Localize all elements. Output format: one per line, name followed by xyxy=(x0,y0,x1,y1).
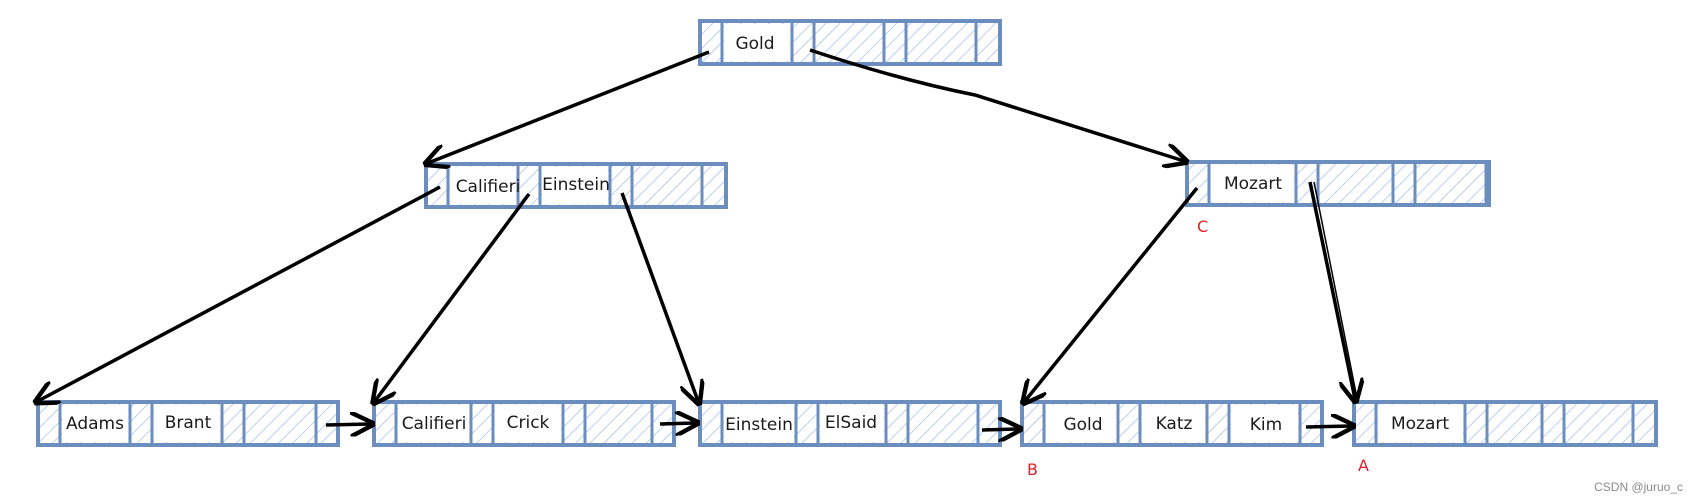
internal-node-left: Califieri Einstein xyxy=(424,162,728,209)
leaf-node-4: Gold Katz Kim xyxy=(1020,400,1324,447)
internal-left-key-2: Einstein xyxy=(542,175,610,195)
edge-leaf-1-to-2 xyxy=(325,424,370,425)
leaf-3-key-2: ElSaid xyxy=(825,413,877,433)
leaf-node-2: Califieri Crick xyxy=(372,400,676,447)
internal-right-key-1: Mozart xyxy=(1224,174,1282,194)
internal-node-right: Mozart xyxy=(1185,160,1491,207)
marker-c: C xyxy=(1197,217,1208,236)
leaf-2-key-2: Crick xyxy=(507,413,550,433)
marker-a: A xyxy=(1358,456,1369,475)
leaf-node-1: Adams Brant xyxy=(36,400,340,447)
leaf-4-key-3: Kim xyxy=(1250,415,1282,435)
root-node: Gold xyxy=(698,19,1002,66)
leaf-3-key-1: Einstein xyxy=(725,415,793,435)
leaf-node-3: Einstein ElSaid xyxy=(698,400,1002,447)
watermark: CSDN @juruo_c xyxy=(1594,480,1683,494)
edge-left-to-leaf-3 xyxy=(620,192,698,401)
edge-root-to-right xyxy=(809,48,1184,161)
edge-right-to-leaf-5 xyxy=(1308,181,1355,399)
edge-right-to-leaf-4 xyxy=(1025,186,1199,401)
edge-leaf-2-to-3 xyxy=(659,423,695,424)
root-key-1: Gold xyxy=(735,34,774,54)
edge-leaf-3-to-4 xyxy=(981,429,1018,430)
leaf-4-key-2: Katz xyxy=(1156,414,1193,434)
leaf-1-key-2: Brant xyxy=(165,413,212,433)
edge-left-to-leaf-2 xyxy=(375,192,531,401)
leaf-5-key-1: Mozart xyxy=(1391,414,1449,434)
marker-b: B xyxy=(1027,460,1038,479)
edge-leaf-4-to-5 xyxy=(1305,426,1351,427)
edge-root-to-left xyxy=(428,50,710,163)
edge-left-to-leaf-1 xyxy=(38,185,441,401)
leaf-4-key-1: Gold xyxy=(1063,415,1102,435)
edge-right-to-leaf-5-sketch xyxy=(1313,181,1358,399)
leaf-2-key-1: Califieri xyxy=(402,414,467,434)
leaf-1-key-1: Adams xyxy=(66,414,124,434)
leaf-node-5: Mozart xyxy=(1352,400,1658,447)
internal-left-key-1: Califieri xyxy=(456,177,521,197)
